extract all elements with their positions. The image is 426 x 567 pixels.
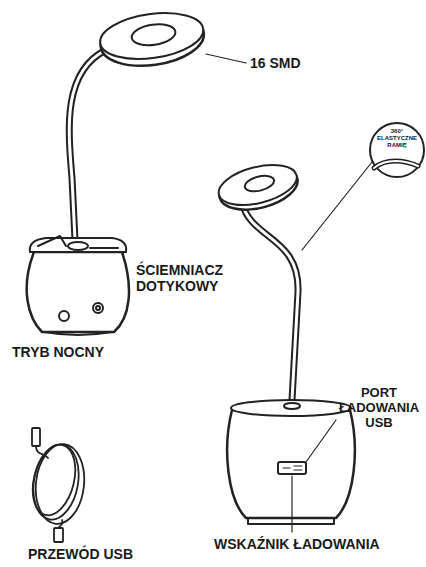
lamp-head <box>215 158 303 217</box>
gooseneck <box>242 202 298 400</box>
inset-label: 360° ELASTYCZNE RAMIĘ <box>376 128 418 149</box>
part-label: WSKAŹNIK ŁADOWANIA <box>214 536 414 552</box>
lamp-base <box>227 400 355 524</box>
part-label: TRYB NOCNY <box>12 344 132 360</box>
lamp-head <box>97 7 207 72</box>
gooseneck-inner <box>69 50 106 240</box>
leader-line <box>206 54 246 63</box>
lamp-base <box>27 236 129 335</box>
leader-line <box>306 420 336 462</box>
part-label: 16 SMD <box>250 55 340 71</box>
gooseneck-inner <box>242 202 298 400</box>
part-label: ŚCIEMNIACZ DOTYKOWY <box>136 262 240 294</box>
part-label: PRZEWÓD USB <box>28 546 168 562</box>
part-label: PORT ŁADOWANIA USB <box>336 386 422 431</box>
inset-detail <box>302 123 424 250</box>
leader-line <box>291 476 292 532</box>
usb-cable <box>26 428 88 542</box>
gooseneck <box>69 50 106 240</box>
